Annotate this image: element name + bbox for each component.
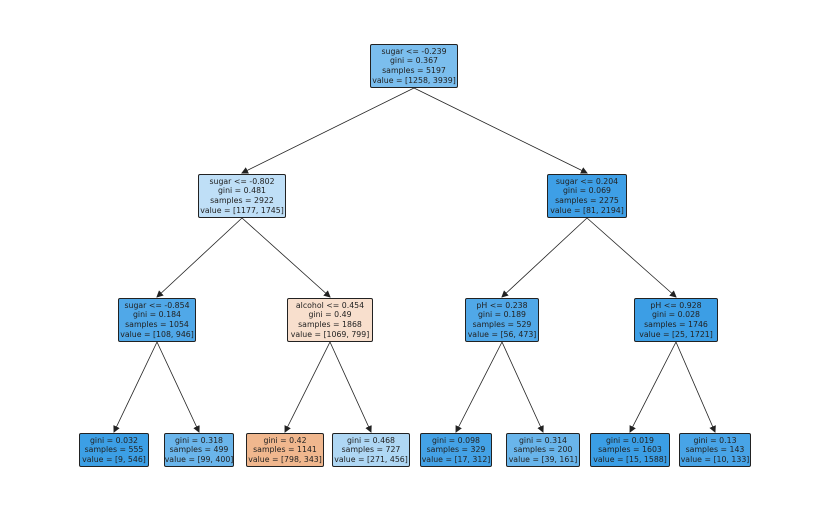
tree-node-line: value = [1177, 1745]: [200, 205, 284, 215]
tree-edge-n5-n12: [501, 341, 544, 433]
tree-node-line: samples = 5197: [382, 66, 446, 75]
tree-node-line: value = [1069, 799]: [290, 329, 370, 339]
tree-node-line: gini = 0.367: [389, 56, 439, 66]
tree-node-line: gini = 0.13: [693, 435, 737, 445]
tree-node-line: samples = 2275: [555, 196, 619, 205]
tree-edge-n6-n14: [675, 341, 716, 433]
tree-node-line: value = [17, 312]: [421, 454, 491, 464]
tree-node-line: gini = 0.42: [263, 435, 307, 445]
tree-edge-n6-n13: [629, 341, 677, 433]
tree-node-line: value = [56, 473]: [467, 329, 537, 339]
tree-node-line: samples = 555: [84, 445, 144, 455]
tree-node-line: alcohol <= 0.454: [295, 300, 365, 310]
tree-node-line: gini = 0.019: [605, 435, 655, 445]
tree-node-line: sugar <= -0.802: [209, 176, 275, 186]
tree-node-line: value = [25, 1721]: [639, 329, 713, 339]
tree-node-line: samples = 1054: [125, 320, 189, 329]
tree-node-line: samples = 499: [169, 445, 229, 455]
tree-node-line: value = [81, 2194]: [550, 205, 624, 215]
tree-edge-n1-n4: [241, 217, 331, 298]
tree-node-line: gini = 0.098: [431, 435, 481, 445]
tree-edge-n2-n6: [586, 217, 677, 298]
tree-node-line: samples = 2922: [210, 196, 274, 205]
tree-node-line: samples = 529: [472, 320, 532, 329]
tree-node-line: samples = 1141: [253, 445, 317, 455]
tree-node-line: gini = 0.468: [346, 435, 396, 445]
tree-edge-n4-n10: [329, 341, 372, 433]
tree-node-line: sugar <= 0.204: [555, 176, 619, 186]
tree-node-line: value = [15, 1588]: [593, 454, 667, 464]
tree-node-line: value = [1258, 3939]: [372, 75, 456, 85]
tree-node-line: gini = 0.184: [132, 310, 182, 320]
tree-edge-n0-n1: [241, 87, 415, 174]
tree-node-line: samples = 727: [341, 445, 401, 455]
tree-node-line: gini = 0.028: [651, 310, 701, 320]
tree-edge-n2-n5: [501, 217, 588, 298]
tree-edge-n0-n2: [413, 87, 588, 174]
tree-node-line: value = [108, 946]: [120, 329, 194, 339]
tree-node-line: samples = 329: [426, 445, 486, 455]
tree-node-line: samples = 143: [685, 445, 745, 455]
tree-node-line: gini = 0.032: [89, 435, 139, 445]
tree-node-line: value = [798, 343]: [248, 454, 322, 464]
tree-node-line: value = [10, 133]: [680, 454, 750, 464]
tree-edge-n3-n8: [156, 341, 200, 433]
tree-node-line: pH <= 0.928: [650, 300, 702, 310]
tree-node-line: value = [9, 546]: [82, 454, 146, 464]
tree-node-line: samples = 1746: [644, 320, 708, 329]
tree-node-line: samples = 1603: [598, 445, 662, 455]
tree-node-line: samples = 1868: [298, 320, 362, 329]
tree-node-line: gini = 0.314: [518, 435, 568, 445]
tree-node-line: value = [271, 456]: [334, 454, 408, 464]
tree-edge-n3-n7: [113, 341, 158, 433]
tree-edge-n1-n3: [156, 217, 243, 298]
tree-node-line: gini = 0.49: [308, 310, 352, 320]
tree-node-line: gini = 0.318: [174, 435, 224, 445]
tree-node-line: gini = 0.069: [562, 186, 612, 196]
tree-edge-n5-n11: [455, 341, 503, 433]
tree-edge-n4-n9: [284, 341, 331, 433]
tree-node-line: gini = 0.189: [477, 310, 527, 320]
tree-node-line: gini = 0.481: [217, 186, 267, 196]
tree-node-line: value = [99, 400]: [164, 454, 234, 464]
tree-node-line: samples = 200: [513, 445, 573, 455]
tree-node-line: sugar <= -0.854: [124, 300, 190, 310]
tree-node-line: pH <= 0.238: [476, 300, 528, 310]
tree-node-line: value = [39, 161]: [508, 454, 578, 464]
tree-node-line: sugar <= -0.239: [381, 46, 447, 56]
